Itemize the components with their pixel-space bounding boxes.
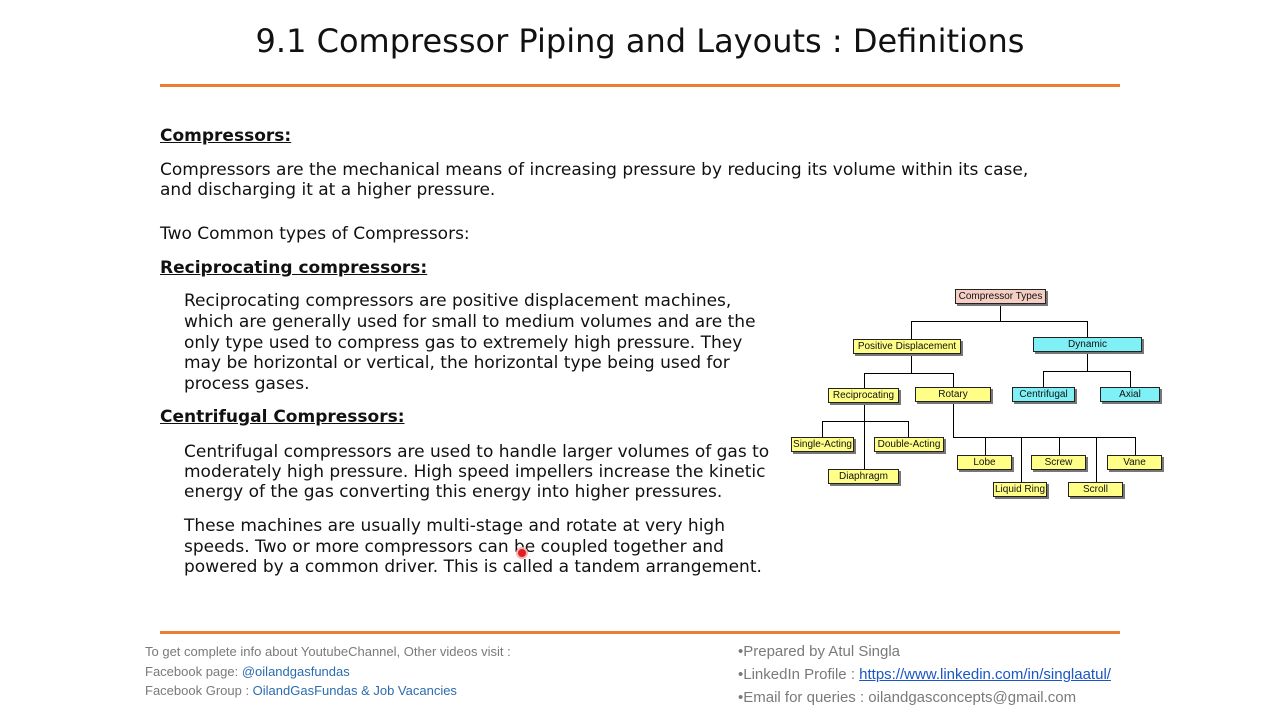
centrifugal-heading: Centrifugal Compressors: [160, 407, 405, 427]
slide-title: 9.1 Compressor Piping and Layouts : Defi… [255, 22, 1025, 60]
two-types-text: Two Common types of Compressors: [160, 224, 470, 244]
compressors-heading: Compressors: [160, 126, 292, 146]
node-screw: Screw [1031, 455, 1086, 470]
compressors-definition-line1: Compressors are the mechanical means of … [160, 160, 1029, 180]
node-compressor-types: Compressor Types [955, 289, 1046, 304]
connector-line [864, 421, 865, 469]
connector-line [1087, 321, 1088, 337]
title-divider [160, 84, 1120, 87]
facebook-group-link[interactable]: OilandGasFundas & Job Vacancies [252, 683, 457, 698]
connector-line [1059, 437, 1060, 455]
email-text: •Email for queries : oilandgasconcepts@g… [738, 689, 1077, 706]
reciprocating-heading: Reciprocating compressors: [160, 258, 428, 278]
connector-line [1021, 437, 1022, 482]
facebook-page-link[interactable]: @oilandgasfundas [241, 663, 350, 679]
prepared-by-text: •Prepared by Atul Singla [738, 643, 901, 660]
node-axial: Axial [1100, 387, 1160, 402]
linkedin-label: •LinkedIn Profile : [738, 666, 860, 683]
reciprocating-line: may be horizontal or vertical, the horiz… [184, 353, 730, 373]
connector-line [1000, 305, 1001, 321]
connector-line [1130, 371, 1131, 387]
centrifugal-line: moderately high pressure. High speed imp… [184, 462, 766, 482]
reciprocating-line: only type used to compress gas to extrem… [184, 333, 743, 353]
connector-line [953, 373, 954, 388]
facebook-group-label: Facebook Group : [145, 683, 253, 698]
connector-line [864, 373, 954, 374]
connector-line [822, 421, 909, 422]
compressor-types-diagram: Compressor Types Positive Displacement D… [785, 285, 1175, 515]
tandem-line: speeds. Two or more compressors can be c… [184, 537, 724, 557]
footer-visit-text: To get complete info about YoutubeChanne… [145, 644, 511, 659]
reciprocating-line: which are generally used for small to me… [184, 312, 756, 332]
tandem-line: powered by a common driver. This is call… [184, 557, 762, 577]
connector-line [911, 321, 912, 339]
node-liquid-ring: Liquid Ring [993, 482, 1047, 497]
connector-line [1043, 371, 1044, 387]
centrifugal-line: energy of the gas converting this energy… [184, 482, 723, 502]
node-double-acting: Double-Acting [874, 437, 944, 452]
mouse-pointer-indicator [516, 547, 528, 559]
connector-line [911, 321, 1088, 322]
centrifugal-line: Centrifugal compressors are used to hand… [184, 442, 770, 462]
node-reciprocating: Reciprocating [828, 388, 899, 403]
node-scroll: Scroll [1068, 482, 1123, 497]
connector-line [908, 421, 909, 437]
connector-line [953, 403, 954, 437]
node-positive-displacement: Positive Displacement [853, 339, 961, 354]
footer-facebook-page: Facebook page: @oilandgasfundas [145, 662, 511, 682]
node-lobe: Lobe [957, 455, 1012, 470]
linkedin-link[interactable]: https://www.linkedin.com/in/singlaatul/ [859, 666, 1111, 683]
connector-line [1135, 437, 1136, 455]
node-centrifugal: Centrifugal [1012, 387, 1075, 402]
connector-line [985, 437, 986, 455]
facebook-page-label: Facebook page: [145, 663, 242, 679]
reciprocating-line: Reciprocating compressors are positive d… [184, 291, 732, 311]
connector-line [1087, 353, 1088, 371]
node-diaphragm: Diaphragm [828, 469, 899, 484]
footer-divider [160, 631, 1120, 634]
footer-social-info: To get complete info about YoutubeChanne… [145, 642, 511, 701]
tandem-line: These machines are usually multi-stage a… [184, 516, 725, 536]
footer-facebook-group: Facebook Group : OilandGasFundas & Job V… [145, 681, 511, 701]
connector-line [1043, 371, 1131, 372]
reciprocating-line: process gases. [184, 374, 310, 394]
linkedin-profile: •LinkedIn Profile : https://www.linkedin… [738, 663, 1111, 686]
connector-line [864, 404, 865, 421]
connector-line [1096, 437, 1097, 482]
node-single-acting: Single-Acting [791, 437, 854, 452]
node-dynamic: Dynamic [1033, 337, 1142, 352]
node-rotary: Rotary [915, 387, 991, 402]
connector-line [864, 373, 865, 388]
connector-line [822, 421, 823, 437]
node-vane: Vane [1107, 455, 1162, 470]
footer-author-info: •Prepared by Atul Singla •LinkedIn Profi… [738, 640, 1111, 709]
compressors-definition-line2: and discharging it at a higher pressure. [160, 180, 496, 200]
connector-line [953, 437, 1136, 438]
connector-line [911, 355, 912, 373]
